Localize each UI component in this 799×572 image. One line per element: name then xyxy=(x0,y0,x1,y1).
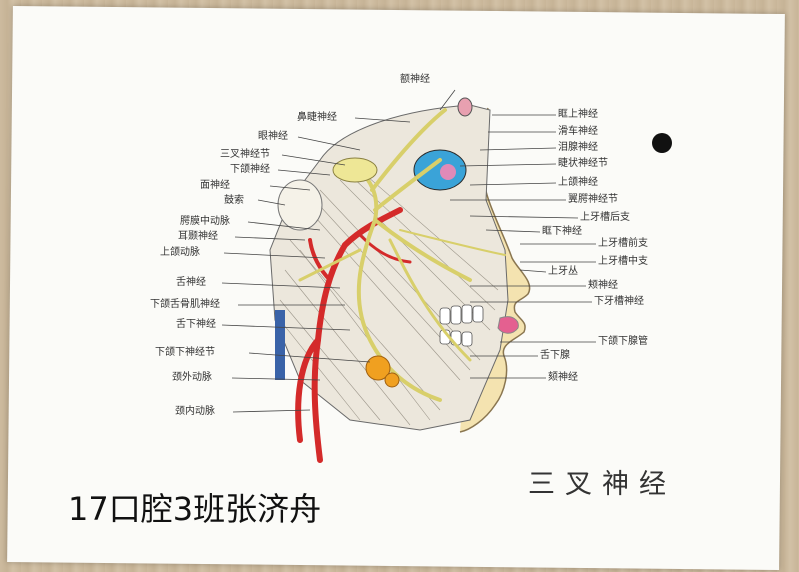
label-jing-wai-dong-mai: 颈外动脉 xyxy=(172,372,212,383)
label-shang-he-dong-mai: 上颌动脉 xyxy=(160,247,200,258)
label-she-shen-jing: 舌神经 xyxy=(176,277,206,288)
label-xia-ya-cao-shen-jing: 下牙槽神经 xyxy=(594,296,644,307)
label-she-xia-shen-jing: 舌下神经 xyxy=(176,319,216,330)
nerves xyxy=(298,108,506,402)
label-san-cha-shen-jing-jie: 三叉神经节 xyxy=(220,149,270,160)
trigeminal-ganglion xyxy=(332,157,378,183)
label-shang-he-shen-jing: 上颌神经 xyxy=(558,177,598,188)
label-shang-ya-cao-zhong-zhi: 上牙槽中支 xyxy=(598,256,648,267)
label-bi-jie-shen-jing: 鼻睫神经 xyxy=(297,112,337,123)
label-er-nie-shen-jing: 耳颞神经 xyxy=(178,231,218,242)
label-kuang-xia-shen-jing: 眶下神经 xyxy=(542,226,582,237)
label-hua-che-shen-jing: 滑车神经 xyxy=(558,126,598,137)
label-kuang-shang-shen-jing: 眶上神经 xyxy=(558,109,598,120)
frontal-sinus xyxy=(457,97,473,117)
drawing-title: 三叉神经 xyxy=(528,469,676,500)
label-yao-ji-zhong-dong-mai: 腭膜中动脉 xyxy=(180,216,230,227)
label-jia-shen-jing: 颊神经 xyxy=(588,280,618,291)
label-yi-e-shen-jing-jie: 翼腭神经节 xyxy=(568,194,618,205)
label-xia-he-xia-shen-jing-jie: 下颌下神经节 xyxy=(155,347,215,358)
arteries xyxy=(295,207,412,463)
label-xia-he-shen-jing: 下颌神经 xyxy=(230,164,270,175)
label-she-xia-xian: 舌下腺 xyxy=(540,350,570,361)
submandibular-ganglion xyxy=(365,355,391,381)
ear-region xyxy=(277,179,323,231)
leader-lines-right xyxy=(450,114,596,379)
label-jing-nei-dong-mai: 颈内动脉 xyxy=(175,406,215,417)
label-yan-shen-jing: 眼神经 xyxy=(258,131,288,142)
label-xia-he-she-gu-ji-shen-jing: 下颌舌骨肌神经 xyxy=(150,299,220,310)
label-e-shen-jing: 额神经 xyxy=(400,74,430,85)
label-shang-ya-cao-hou-zhi: 上牙槽后支 xyxy=(580,212,630,223)
lips xyxy=(497,316,519,334)
label-mian-shen-jing: 面神经 xyxy=(200,180,230,191)
author-caption: 17口腔3班张济舟 xyxy=(68,490,322,528)
label-xia-he-xia-xian: 下颌下腺管 xyxy=(598,336,648,347)
label-shang-ya-cao-qian-zhi: 上牙槽前支 xyxy=(598,238,648,249)
label-jie-zhuang-shen-jing-jie: 睫状神经节 xyxy=(558,158,608,169)
leader-lines-left xyxy=(221,89,456,413)
eye-lens xyxy=(440,164,456,180)
label-ke-shen-jing: 颏神经 xyxy=(548,372,578,383)
eye-globe xyxy=(413,149,467,191)
label-shang-ya-cong: 上牙丛 xyxy=(548,266,578,277)
ink-spot xyxy=(652,133,672,153)
label-lei-xian-shen-jing: 泪腺神经 xyxy=(558,142,598,153)
label-gu-suo: 鼓索 xyxy=(224,195,244,206)
